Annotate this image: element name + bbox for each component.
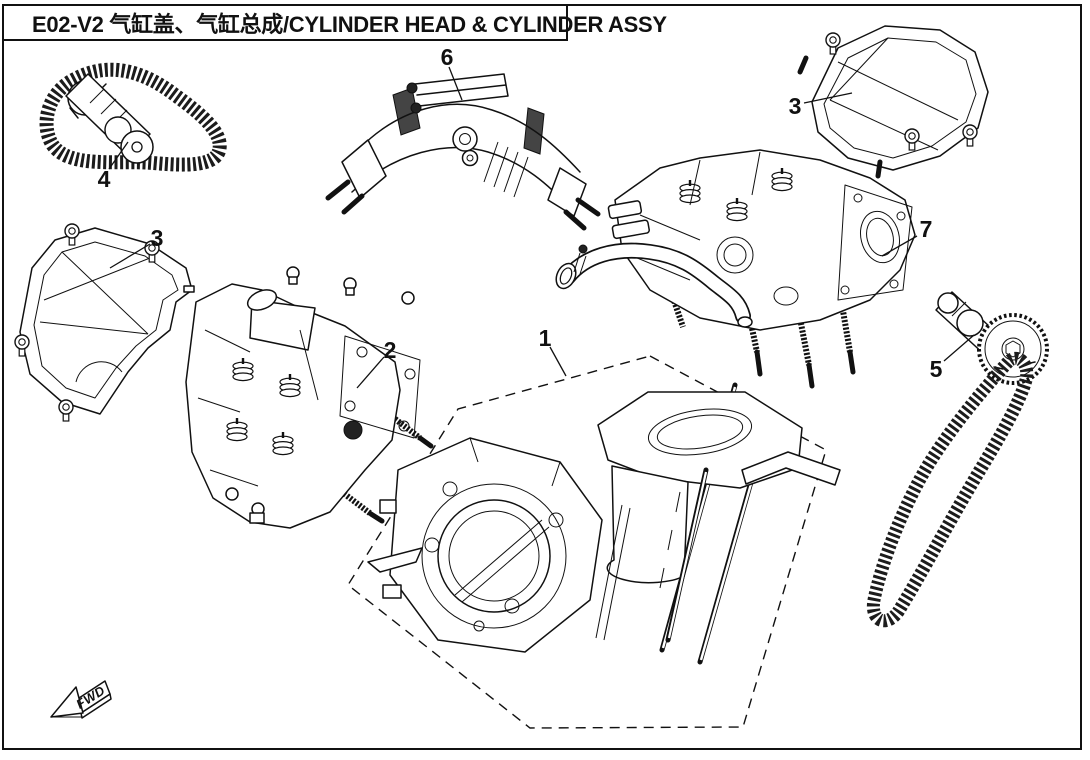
part-camshaft-front-chain-drawing — [39, 62, 227, 172]
part-cylinder-head-front-drawing — [185, 266, 434, 529]
callout-labels: 1 2 3 3 4 5 6 7 — [98, 44, 943, 382]
callout-3-front[interactable]: 3 — [151, 225, 164, 251]
fwd-direction-marker: FWD — [50, 680, 112, 719]
callout-6[interactable]: 6 — [441, 44, 454, 70]
page-title: E02-V2 气缸盖、气缸总成/CYLINDER HEAD & CYLINDER… — [32, 11, 667, 37]
title-box: E02-V2 气缸盖、气缸总成/CYLINDER HEAD & CYLINDER… — [2, 4, 667, 41]
part-cylinder-block-group-drawing — [347, 355, 841, 729]
part-camshaft-rear-chain-drawing — [866, 291, 1049, 628]
callout-5[interactable]: 5 — [930, 356, 943, 382]
callout-1[interactable]: 1 — [539, 325, 552, 351]
callout-2[interactable]: 2 — [384, 337, 397, 363]
callout-leader-lines — [108, 66, 975, 389]
callout-4[interactable]: 4 — [98, 166, 111, 192]
part-head-cover-rear-drawing — [797, 25, 989, 179]
part-intake-pipe-drawing — [325, 73, 601, 231]
callout-3-rear[interactable]: 3 — [789, 93, 802, 119]
part-cylinder-head-rear-drawing — [555, 149, 916, 389]
callout-7[interactable]: 7 — [920, 216, 933, 242]
part-head-cover-front-drawing — [14, 223, 195, 422]
